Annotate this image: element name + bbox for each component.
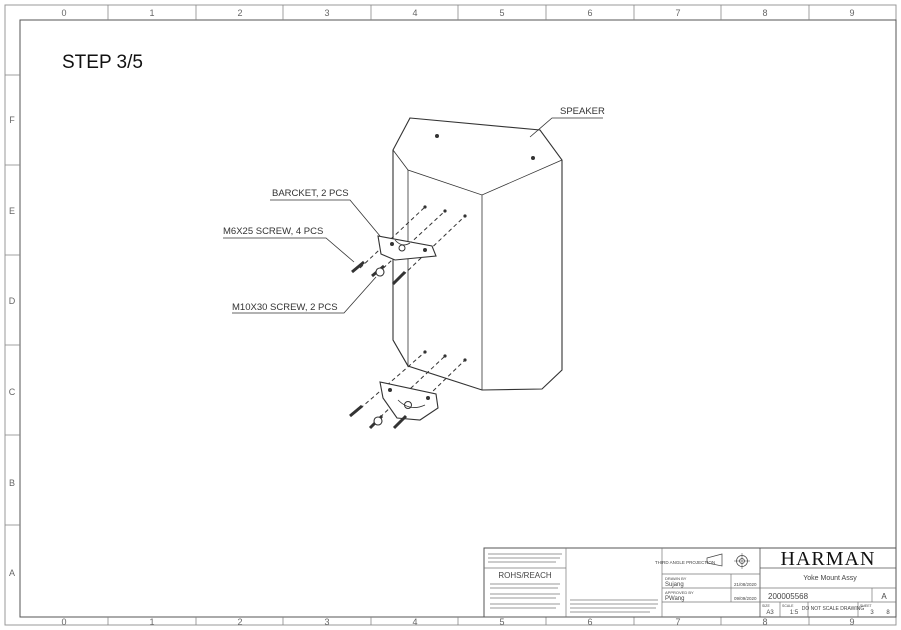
- callout-m10-screw: M10X30 SCREW, 2 PCS: [232, 302, 338, 313]
- zone-bottom-9: 9: [849, 617, 854, 627]
- zone-top-3: 3: [324, 8, 329, 18]
- callout-speaker: SPEAKER: [560, 106, 605, 117]
- zone-top-8: 8: [762, 8, 767, 18]
- zone-bottom-1: 1: [149, 617, 154, 627]
- size-label: SIZE: [762, 604, 770, 608]
- zone-labels-top: 0 1 2 3 4 5 6 7 8 9: [61, 8, 854, 18]
- zone-top-9: 9: [849, 8, 854, 18]
- do-not-scale: DO NOT SCALE DRAWING: [802, 606, 865, 612]
- checked-by-label: APPROVED BY: [665, 590, 694, 595]
- zone-side-d: D: [9, 296, 16, 306]
- leader-lines: [223, 117, 603, 314]
- upper-screws: [351, 260, 407, 286]
- zone-top-1: 1: [149, 8, 154, 18]
- zone-side-b: B: [9, 478, 15, 488]
- drawing-number: 200005568: [768, 592, 809, 601]
- scale-label: SCALE: [782, 604, 794, 608]
- callout-bracket: BARCKET, 2 PCS: [272, 188, 349, 199]
- zone-top-7: 7: [675, 8, 680, 18]
- zone-top-4: 4: [412, 8, 417, 18]
- projection-label: THIRD ANGLE PROJECTION: [655, 560, 715, 565]
- zone-bottom-0: 0: [61, 617, 66, 627]
- callout-m6-screw: M6X25 SCREW, 4 PCS: [223, 226, 323, 237]
- zone-top-6: 6: [587, 8, 592, 18]
- zone-side-a: A: [9, 568, 15, 578]
- upper-bracket: [377, 235, 437, 261]
- zone-bottom-5: 5: [499, 617, 504, 627]
- zone-side-c: C: [9, 387, 16, 397]
- zone-ticks: [5, 5, 810, 625]
- zone-side-e: E: [9, 206, 15, 216]
- sheet-number: 3: [870, 610, 874, 616]
- zone-top-0: 0: [61, 8, 66, 18]
- lower-screws: [349, 404, 408, 430]
- zone-labels-bottom: 0 1 2 3 4 5 6 7 8 9: [61, 617, 854, 627]
- zone-bottom-6: 6: [587, 617, 592, 627]
- zone-bottom-4: 4: [412, 617, 417, 627]
- step-title: STEP 3/5: [62, 52, 143, 73]
- lower-bracket: [379, 381, 439, 421]
- company-logo: HARMAN: [781, 548, 876, 570]
- scale-value: 1:5: [790, 610, 799, 616]
- speaker-hole: [531, 156, 535, 160]
- drawing-title: Yoke Mount Assy: [803, 575, 857, 582]
- zone-top-5: 5: [499, 8, 504, 18]
- revision: A: [881, 592, 887, 601]
- zone-bottom-2: 2: [237, 617, 242, 627]
- checked-by-name: PWang: [665, 596, 684, 602]
- zone-top-2: 2: [237, 8, 242, 18]
- speaker-hole: [435, 134, 439, 138]
- speaker-top-edge: [392, 149, 563, 196]
- zone-bottom-7: 7: [675, 617, 680, 627]
- drawn-by-name: Sujang: [665, 582, 684, 588]
- zone-bottom-8: 8: [762, 617, 767, 627]
- sheet-of: 8: [886, 610, 890, 616]
- sheet-label: SHEET: [860, 604, 873, 608]
- zone-labels-side: F E D C B A: [9, 115, 16, 578]
- zone-side-f: F: [9, 115, 15, 125]
- projection-cone-icon: [706, 553, 723, 567]
- speaker-drawing: [392, 117, 563, 391]
- drawn-date: 21/08/2020: [734, 582, 757, 587]
- rohs-label: ROHS/REACH: [498, 571, 552, 580]
- title-block: ROHS/REACH THIRD ANGLE PROJECTION DRAWN …: [483, 547, 897, 618]
- checked-date: 09/09/2020: [734, 596, 757, 601]
- drawn-by-label: DRAWN BY: [665, 576, 687, 581]
- zone-bottom-3: 3: [324, 617, 329, 627]
- size-value: A3: [766, 610, 774, 616]
